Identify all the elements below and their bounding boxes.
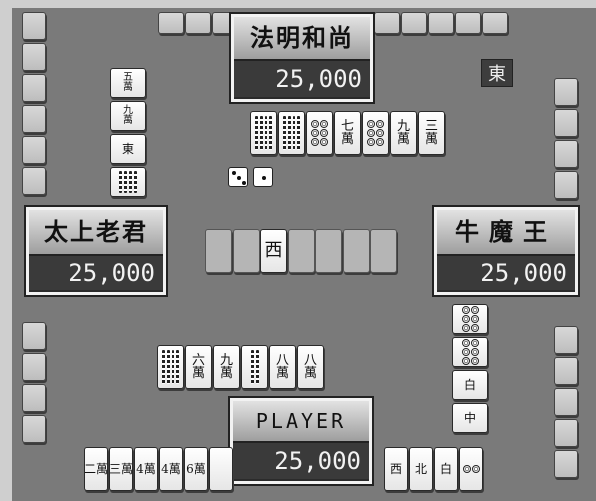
wall-tile <box>22 384 46 412</box>
player-name-left: 太上老君 <box>29 210 163 256</box>
hand-tile[interactable]: 6萬 <box>184 447 208 491</box>
wall-tile <box>401 12 427 34</box>
discard-tile <box>306 111 333 155</box>
player-name-right: 牛魔王 <box>437 210 575 256</box>
discard-tile <box>157 345 184 389</box>
table-frame-top <box>0 0 596 8</box>
dead-wall-tile <box>287 229 315 273</box>
wall-tile <box>22 415 46 443</box>
wall-tile <box>482 12 508 34</box>
discard-tile: 六 萬 <box>185 345 212 389</box>
wall-tile <box>22 43 46 71</box>
round-wind-indicator: 東 <box>481 59 513 87</box>
wall-tile <box>185 12 211 34</box>
discard-tile: 中 <box>452 403 488 433</box>
die-2 <box>253 167 273 187</box>
nameplate-left: 太上老君 25,000 <box>24 205 168 297</box>
hand-tile[interactable]: 西 <box>384 447 408 491</box>
discard-tile: 白 <box>452 370 488 400</box>
wall-tile <box>554 109 578 137</box>
wall-tile <box>554 171 578 199</box>
wall-tile <box>22 167 46 195</box>
hand-tile[interactable]: 三萬 <box>109 447 133 491</box>
wall-tile <box>428 12 454 34</box>
wall-tile <box>554 357 578 385</box>
nameplate-top: 法明和尚 25,000 <box>229 12 375 104</box>
nameplate-bottom: PLAYER 25,000 <box>228 396 374 486</box>
discard-tile: 五 萬 <box>110 68 146 98</box>
player-score-top: 25,000 <box>234 61 370 97</box>
discard-tile: 九 萬 <box>390 111 417 155</box>
discard-tile: 七 萬 <box>334 111 361 155</box>
discard-tile <box>250 111 277 155</box>
discard-tile <box>452 304 488 334</box>
discard-tile <box>241 345 268 389</box>
player-score-bottom: 25,000 <box>233 443 369 479</box>
wall-tile <box>22 105 46 133</box>
wall-tile <box>374 12 400 34</box>
dead-wall-tile <box>342 229 370 273</box>
player-score-right: 25,000 <box>437 256 575 290</box>
player-score-left: 25,000 <box>29 256 163 290</box>
wall-tile <box>554 450 578 478</box>
hand-tile[interactable]: 4萬 <box>159 447 183 491</box>
discard-tile: 九 萬 <box>213 345 240 389</box>
discard-tile: 三 萬 <box>418 111 445 155</box>
wall-tile <box>554 326 578 354</box>
wall-tile <box>22 322 46 350</box>
wall-tile <box>22 12 46 40</box>
discard-tile: 八 萬 <box>297 345 324 389</box>
discard-tile: 東 <box>110 134 146 164</box>
hand-tile[interactable]: 北 <box>409 447 433 491</box>
die-1 <box>228 167 248 187</box>
hand-tile[interactable]: 4萬 <box>134 447 158 491</box>
wall-tile <box>554 419 578 447</box>
discard-tile: 九 萬 <box>110 101 146 131</box>
nameplate-right: 牛魔王 25,000 <box>432 205 580 297</box>
hand-tile[interactable] <box>209 447 233 491</box>
discard-tile <box>362 111 389 155</box>
dora-indicator-tile: 西 <box>260 229 287 273</box>
hand-tile[interactable]: 白 <box>434 447 458 491</box>
wall-tile <box>455 12 481 34</box>
wall-tile <box>554 140 578 168</box>
dead-wall-tile <box>315 229 342 273</box>
wall-tile <box>554 78 578 106</box>
table-frame-left <box>0 0 12 501</box>
dead-wall-tile <box>232 229 260 273</box>
hand-tile[interactable] <box>459 447 483 491</box>
wall-tile <box>22 136 46 164</box>
wall-tile <box>22 74 46 102</box>
player-name-bottom: PLAYER <box>233 401 369 443</box>
wall-tile <box>158 12 184 34</box>
discard-tile: 八 萬 <box>269 345 296 389</box>
player-name-top: 法明和尚 <box>234 17 370 61</box>
dead-wall-tile <box>205 229 232 273</box>
wall-tile <box>554 388 578 416</box>
hand-tile[interactable]: 二萬 <box>84 447 108 491</box>
wall-tile <box>22 353 46 381</box>
discard-tile <box>452 337 488 367</box>
dead-wall-tile <box>370 229 397 273</box>
discard-tile <box>110 167 146 197</box>
discard-tile <box>278 111 305 155</box>
